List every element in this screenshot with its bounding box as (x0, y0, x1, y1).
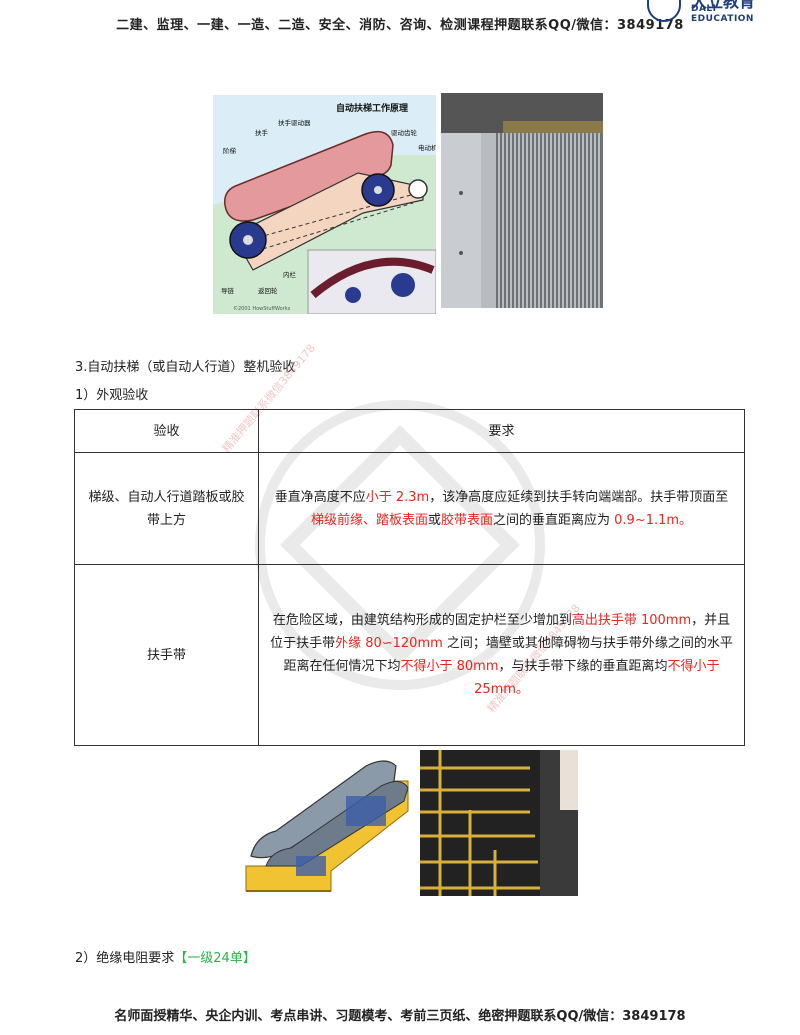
req-highlight: 小于 2.3m (365, 489, 430, 505)
escalator-steps-photo (420, 750, 578, 896)
diagram-title: 自动扶梯工作原理 (336, 102, 408, 114)
row-item: 扶手带 (74, 564, 259, 746)
table-header-row: 验收 要求 (74, 409, 745, 453)
label-handrail: 扶手 (255, 128, 269, 137)
table-header-requirement: 要求 (258, 409, 745, 453)
req-highlight: 0.9~1.1m。 (614, 512, 693, 528)
label-copyright: ©2001 HowStuffWorks (233, 305, 291, 312)
escalator-model-image (236, 756, 414, 896)
label-inner-rail: 内栏 (283, 270, 297, 279)
table-header-item: 验收 (74, 409, 259, 453)
logo-icon (647, 0, 681, 22)
label-step: 阶梯 (223, 146, 237, 155)
label-motor: 电动机 (418, 143, 436, 152)
req-highlight: 胶带表面 (440, 512, 493, 528)
req-text: ，并且位于扶手带 (270, 613, 731, 651)
req-text: ，与扶手带下缘的垂直距离均 (498, 659, 668, 674)
req-text: 在危险区域，由建筑结构形成的固定护栏至少增加到 (272, 613, 572, 628)
subsection-appearance: 1）外观验收 (75, 388, 149, 403)
req-highlight: 外缘 80∽120mm (335, 636, 443, 651)
table-row: 梯级、自动人行道踏板或胶带上方 垂直净高度不应小于 2.3m，该净高度应延续到扶… (74, 452, 745, 565)
page-footer: 名师面授精华、央企内训、考点串讲、习题模考、考前三页纸、绝密押题联系QQ/微信：… (114, 1009, 686, 1024)
row-requirement: 在危险区域，由建筑结构形成的固定护栏至少增加到高出扶手带 100mm，并且位于扶… (258, 564, 745, 746)
logo-cn: 大立教育 (691, 0, 756, 11)
req-highlight: 高出扶手带 100mm (571, 613, 692, 628)
brand-logo: 大立教育 DALI EDUCATION (647, 0, 772, 24)
req-text: 之间的垂直距离应为 (493, 512, 615, 528)
row-item: 梯级、自动人行道踏板或胶带上方 (74, 452, 259, 565)
label-drive-gear: 驱动齿轮 (391, 128, 418, 137)
header-text: 二建、监理、一建、一造、二造、安全、消防、咨询、检测课程押题联系QQ/微信：38… (116, 18, 684, 33)
subsection-insulation: 2）绝缘电阻要求【一级24单】 (75, 947, 256, 966)
label-handrail-driver: 扶手驱动器 (278, 118, 311, 127)
level-tag: 【一级24单】 (174, 951, 256, 966)
escalator-step-photo (441, 93, 603, 308)
label-return-wheel: 返回轮 (258, 286, 278, 295)
subsection-insulation-text: 2）绝缘电阻要求 (75, 951, 175, 966)
req-highlight: 梯级前缘、踏板表面 (310, 512, 428, 528)
req-text: ，该净高度应延续到扶手转向端端部。扶手带顶面至 (429, 489, 729, 505)
req-highlight: 不得小于 80mm (400, 659, 499, 674)
escalator-diagram: 自动扶梯工作原理 扶手驱动器 扶手 阶梯 驱动齿轮 电动机 内栏 导链 返回轮 … (213, 95, 436, 314)
step-grooves (496, 133, 603, 308)
section-title: 3.自动扶梯（或自动人行道）整机验收 (75, 360, 296, 375)
label-guide-chain: 导链 (221, 286, 235, 295)
page-header: 二建、监理、一建、一造、二造、安全、消防、咨询、检测课程押题联系QQ/微信：38… (0, 14, 800, 33)
req-text: 或 (427, 512, 441, 528)
req-highlight: 不得小于 25mm。 (474, 659, 720, 697)
logo-en: DALI EDUCATION (691, 4, 754, 24)
req-text: 之间；墙壁或其他障碍物与扶手带外缘之间的水平距离在任何情况下均 (283, 636, 733, 674)
row-requirement: 垂直净高度不应小于 2.3m，该净高度应延续到扶手转向端端部。扶手带顶面至梯级前… (258, 452, 745, 565)
req-text: 垂直净高度不应 (274, 489, 366, 505)
acceptance-table: 验收 要求 梯级、自动人行道踏板或胶带上方 垂直净高度不应小于 2.3m，该净高… (74, 409, 745, 746)
table-row: 扶手带 在危险区域，由建筑结构形成的固定护栏至少增加到高出扶手带 100mm，并… (74, 564, 745, 746)
